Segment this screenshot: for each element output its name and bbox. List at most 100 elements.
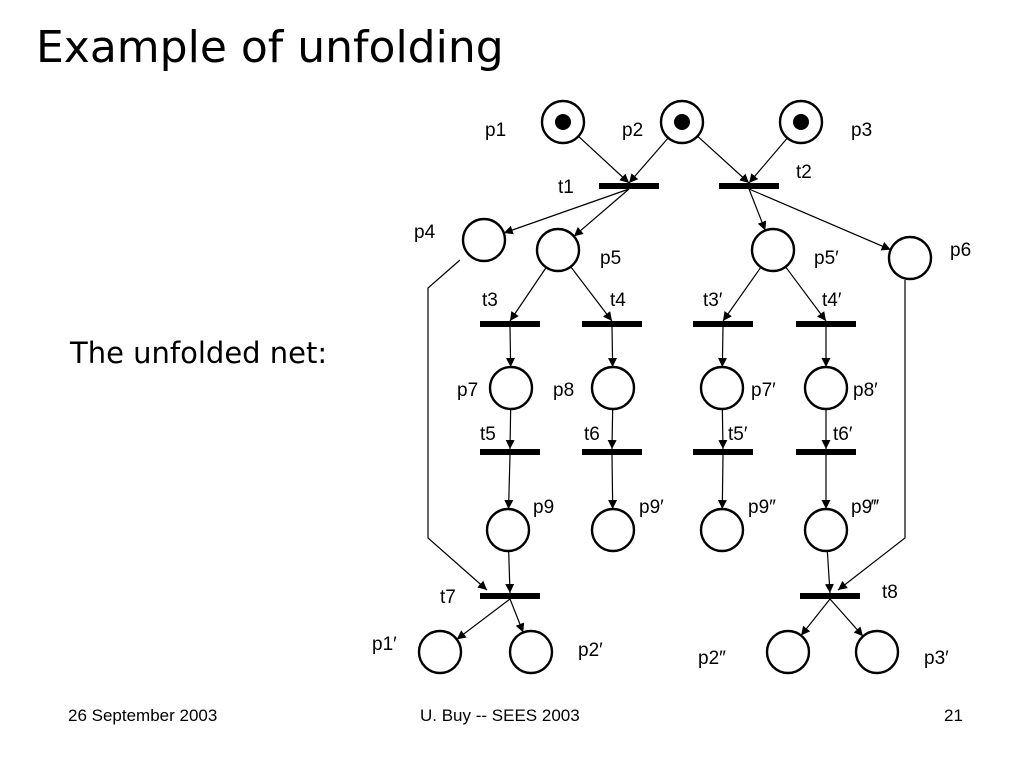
arc-t5b-p9c (717, 454, 727, 510)
arc-p7b-t5b (718, 408, 728, 450)
label-t6: t6 (584, 424, 600, 445)
label-t3b: t3′ (703, 290, 723, 311)
label-p1b: p1′ (372, 634, 397, 655)
token-p1 (555, 114, 571, 130)
place-p2b (508, 629, 554, 675)
transition-t4b (796, 321, 856, 327)
footer-date: 26 September 2003 (68, 706, 218, 725)
arc-p7-t5 (505, 408, 515, 450)
label-t4b: t4′ (822, 290, 842, 311)
transition-t5b (693, 449, 753, 455)
arc-p9-t7 (505, 550, 515, 594)
arc-t2-p6 (748, 188, 891, 251)
arc-t1-p4 (503, 188, 630, 235)
arc-t8-p3b (829, 598, 864, 637)
place-p7b (699, 365, 745, 411)
places-layer (417, 99, 933, 675)
arc-p1-t1 (578, 135, 630, 184)
label-p2c: p2″ (698, 648, 726, 669)
transition-t2 (719, 183, 779, 189)
label-t1: t1 (558, 177, 574, 198)
arc-p5b-t3b (722, 266, 762, 322)
arc-p2-t2 (697, 135, 750, 184)
place-p8b (803, 365, 849, 411)
transitions-layer (480, 183, 860, 599)
label-t4: t4 (610, 290, 626, 311)
label-p4: p4 (414, 222, 436, 243)
arc-t3b-p7b (717, 326, 727, 368)
place-p1b (417, 629, 463, 675)
place-p2c (765, 629, 811, 675)
slide-title: Example of unfolding (36, 22, 504, 73)
place-p8 (590, 365, 636, 411)
label-t5: t5 (480, 424, 496, 445)
label-p9b: p9′ (639, 497, 664, 518)
arc-p5-t4 (570, 266, 613, 322)
place-p9c (699, 507, 745, 553)
footer-author: U. Buy -- SEES 2003 (420, 706, 580, 725)
transition-t3b (693, 321, 753, 327)
label-p3: p3 (851, 120, 872, 141)
diagram-caption: The unfolded net: (70, 336, 328, 370)
place-p4 (461, 217, 507, 263)
arc-t2-p5b (748, 188, 767, 231)
label-t6b: t6′ (833, 424, 853, 445)
label-p8: p8 (553, 380, 574, 401)
label-p5b: p5′ (814, 248, 839, 269)
transition-t8 (800, 593, 860, 599)
arc-t6-p9b (608, 454, 618, 510)
arc-p6-t8 (837, 280, 906, 591)
arc-t5-p9 (504, 454, 514, 510)
arc-t3-p7 (506, 326, 516, 368)
place-p9d (803, 507, 849, 553)
label-p3b: p3′ (924, 648, 949, 669)
arc-p5-t3 (509, 267, 547, 322)
label-t2: t2 (796, 162, 812, 183)
transition-t7 (480, 593, 540, 599)
place-p5 (535, 227, 581, 273)
label-t8: t8 (882, 582, 898, 603)
place-p6 (887, 235, 933, 281)
label-t7: t7 (440, 587, 456, 608)
label-p7b: p7′ (751, 380, 776, 401)
transition-t5 (480, 449, 540, 455)
transition-t4 (582, 321, 642, 327)
transition-t6b (796, 449, 856, 455)
label-p7: p7 (457, 380, 478, 401)
arcs-layer (427, 135, 906, 640)
transition-t1 (599, 183, 659, 189)
place-p9b (590, 507, 636, 553)
label-p2b: p2′ (578, 640, 603, 661)
label-p6: p6 (950, 240, 971, 261)
arc-p8-t6 (607, 408, 617, 450)
label-p9c: p9″ (748, 497, 776, 518)
arc-p4-t7 (427, 259, 488, 591)
place-p3b (854, 629, 900, 675)
label-t5b: t5′ (728, 424, 748, 445)
label-t3: t3 (482, 290, 498, 311)
arc-p9d-t8 (824, 550, 834, 594)
footer-page-number: 21 (944, 706, 963, 725)
arc-p2-t1 (628, 137, 669, 184)
label-p8b: p8′ (853, 380, 878, 401)
place-p7 (488, 365, 534, 411)
label-p2: p2 (622, 120, 643, 141)
arc-p5b-t4b (785, 266, 827, 322)
arc-t8-p2c (800, 598, 831, 636)
arc-t7-p1b (456, 598, 511, 640)
transition-t3 (480, 321, 540, 327)
place-p5b (750, 227, 796, 273)
label-p5: p5 (600, 248, 621, 269)
arc-t4-p8 (608, 326, 618, 368)
place-p9 (485, 507, 531, 553)
transition-t6 (582, 449, 642, 455)
arc-t7-p2b (509, 598, 525, 633)
arc-p3-t2 (748, 137, 788, 184)
arc-t1-p5 (573, 188, 630, 237)
token-p2 (674, 114, 690, 130)
token-p3 (793, 114, 809, 130)
label-p9: p9 (533, 497, 554, 518)
label-p1: p1 (485, 120, 506, 141)
